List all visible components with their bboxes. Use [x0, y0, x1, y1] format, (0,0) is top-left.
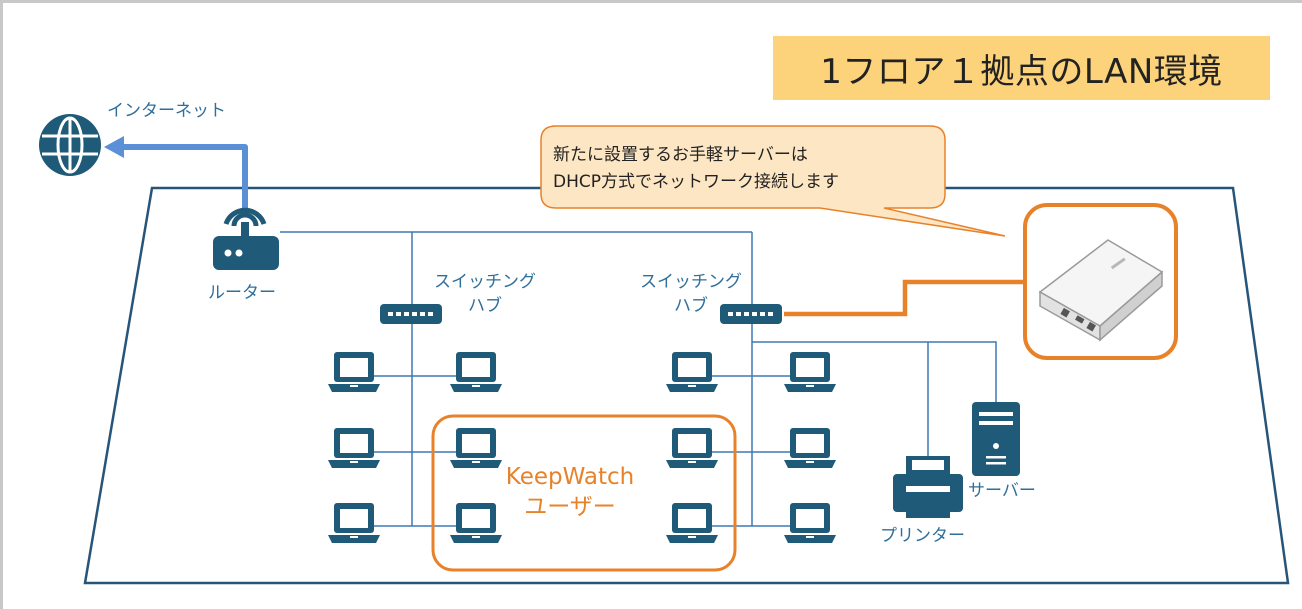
laptop-icon [328, 428, 380, 468]
appliance-link-line [784, 279, 1025, 317]
laptop-icon [450, 352, 502, 392]
hub-left-label-line-1: スイッチング [434, 272, 536, 292]
laptop-icon [328, 503, 380, 543]
laptop-icon [666, 428, 718, 468]
hub-right-label-line-1: スイッチング [640, 272, 742, 292]
laptop-icon [328, 352, 380, 392]
server-label: サーバー [968, 481, 1036, 501]
router-icon [213, 207, 279, 270]
keepwatch-users-label-line-1: KeepWatch [505, 464, 635, 490]
hub-left-label-line-2: ハブ [468, 296, 502, 316]
speech-callout [540, 125, 1006, 237]
printer-label: プリンター [880, 526, 965, 546]
hub-left-label: スイッチング ハブ [420, 270, 550, 318]
hub-right-label-line-2: ハブ [674, 296, 708, 316]
internet-uplink-line [120, 144, 248, 213]
laptop-icon [666, 352, 718, 392]
internet-label: インターネット [107, 101, 226, 121]
internet-arrow-icon [104, 136, 124, 158]
globe-icon [39, 114, 101, 176]
laptop-icon [784, 352, 836, 392]
keepwatch-users-label-line-2: ユーザー [524, 494, 616, 520]
callout-line-2: DHCP方式でネットワーク接続します [553, 172, 839, 192]
keepwatch-users-label: KeepWatch ユーザー [470, 462, 670, 522]
laptop-icon [666, 503, 718, 543]
printer-icon [893, 456, 963, 518]
server-tower-icon [972, 402, 1020, 476]
callout-line-1: 新たに設置するお手軽サーバーは [553, 145, 808, 165]
server-appliance-icon [1038, 239, 1164, 342]
callout-text: 新たに設置するお手軽サーバーは DHCP方式でネットワーク接続します [553, 142, 943, 196]
laptop-icon [784, 503, 836, 543]
page-title: 1フロア１拠点のLAN環境 [773, 36, 1270, 100]
router-label: ルーター [208, 283, 276, 303]
hub-right-label: スイッチング ハブ [626, 270, 756, 318]
keepwatch-users-group [431, 414, 737, 572]
laptop-icon [784, 428, 836, 468]
